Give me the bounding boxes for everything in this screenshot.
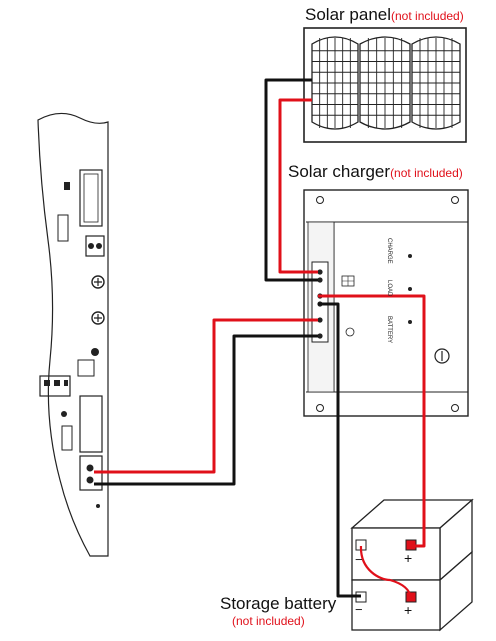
battery-bottom-plus: +	[404, 602, 413, 618]
wires	[94, 78, 426, 599]
wire-panel-positive	[278, 98, 318, 274]
solar-panel	[303, 27, 467, 143]
battery-led	[408, 320, 412, 324]
solar-panel-note: (not included)	[391, 9, 464, 23]
pcb-board	[37, 112, 109, 557]
solar-panel-label: Solar panel	[305, 5, 392, 24]
wire-battery-negative	[318, 302, 361, 598]
charger-terminal-screw	[317, 277, 323, 283]
battery-top-plus: +	[404, 550, 413, 566]
storage-battery-label: Storage battery	[220, 594, 337, 613]
wire-panel-negative	[264, 78, 318, 282]
solar-charger	[303, 189, 469, 417]
pcb-relay	[79, 169, 103, 227]
solar-charger-label: Solar charger	[288, 162, 391, 181]
wire-load-positive	[94, 318, 318, 474]
battery-bottom-minus: −	[355, 602, 363, 617]
charger-battery-label: BATTERY	[386, 316, 392, 344]
load-led	[408, 287, 412, 291]
charger-terminal-screw	[317, 269, 323, 275]
wire-battery-positive	[318, 294, 426, 548]
wire-load-negative	[94, 334, 318, 486]
pcb-switch	[39, 375, 71, 397]
battery-top-minus: −	[355, 552, 363, 567]
charger-terminal-screw	[317, 317, 323, 323]
charger-load-label: LOAD	[386, 280, 392, 297]
wire-battery-series	[359, 545, 413, 599]
charger-charge-label: CHARGE	[386, 238, 392, 264]
pcb-relay-2	[79, 395, 103, 453]
charger-terminal-screw	[317, 333, 323, 339]
storage-battery-note: (not included)	[232, 614, 305, 628]
solar-panel-title: Solar panel(not included)	[305, 5, 464, 25]
solar-charger-note: (not included)	[390, 166, 463, 180]
charge-led	[408, 254, 412, 258]
pcb-terminal-block-top	[85, 235, 105, 257]
bulb-symbol-icon	[345, 327, 355, 337]
solar-charger-title: Solar charger(not included)	[288, 162, 463, 182]
